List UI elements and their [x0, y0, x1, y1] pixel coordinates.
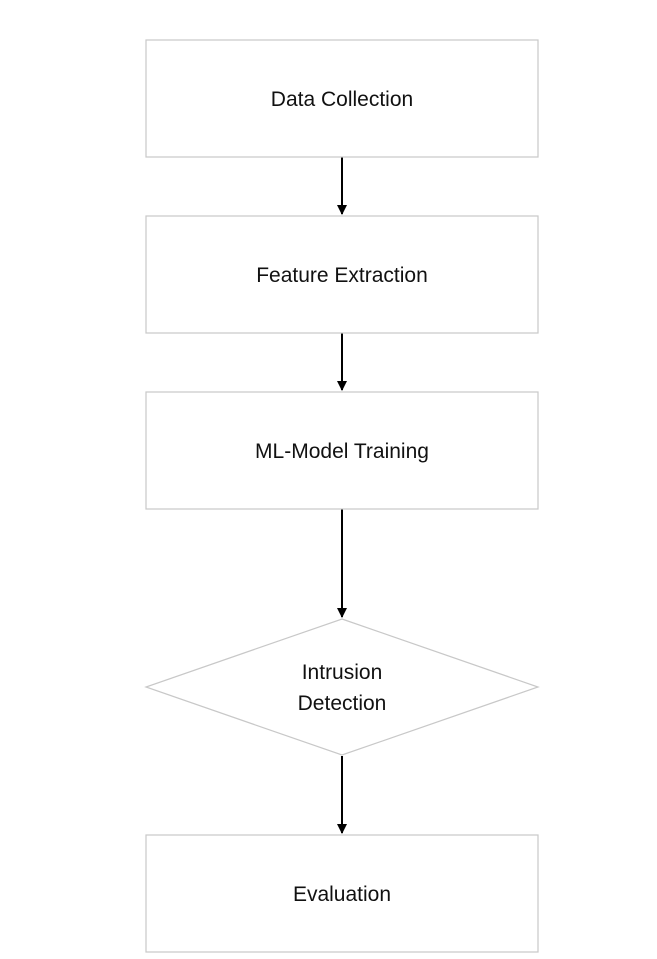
node-intrusion-detection-label-line-2: Detection [298, 692, 387, 715]
node-data-collection-label: Data Collection [271, 88, 413, 111]
node-intrusion-detection-diamond [144, 618, 540, 756]
node-ml-model-training-box [145, 391, 539, 510]
node-feature-extraction: Feature Extraction [145, 215, 539, 334]
node-evaluation-label: Evaluation [293, 883, 391, 906]
node-feature-extraction-box [145, 215, 539, 334]
node-ml-model-training-label: ML-Model Training [255, 440, 429, 463]
node-feature-extraction-label: Feature Extraction [256, 264, 428, 287]
node-intrusion-detection-label-line-1: Intrusion [302, 661, 383, 684]
node-data-collection-box [145, 39, 539, 158]
node-ml-model-training: ML-Model Training [145, 391, 539, 510]
node-intrusion-detection: Intrusion Detection [144, 618, 540, 756]
node-evaluation-box [145, 834, 539, 953]
node-data-collection: Data Collection [145, 39, 539, 158]
node-evaluation: Evaluation [145, 834, 539, 953]
